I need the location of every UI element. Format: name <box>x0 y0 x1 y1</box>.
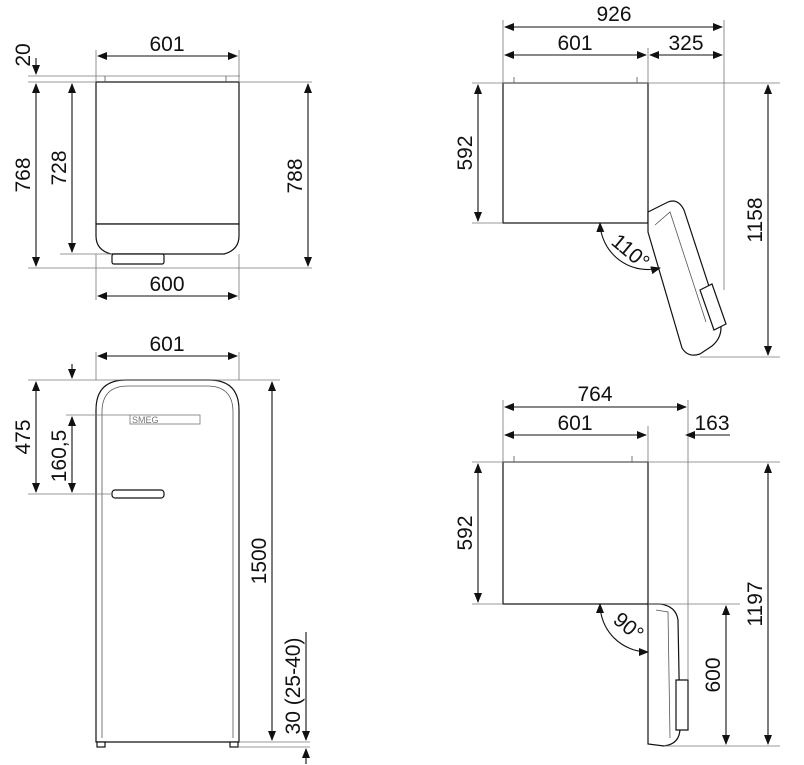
dim-475: 475 <box>12 419 35 454</box>
dim-600-90: 600 <box>702 657 725 692</box>
dim-1158: 1158 <box>744 197 767 242</box>
dim-788: 788 <box>284 158 307 193</box>
door-open-110 <box>647 200 722 356</box>
door-handle <box>111 489 165 499</box>
fridge-body-90 <box>502 461 649 605</box>
door-open-90 <box>647 603 681 747</box>
dim-728: 728 <box>48 150 71 185</box>
top-view-110: 926 601 325 592 1158 110° <box>454 3 780 358</box>
dim-20: 20 <box>12 43 35 66</box>
top-view-90: 764 601 163 592 600 1197 90° <box>454 383 780 747</box>
angle-90: 90° <box>609 608 648 646</box>
door-top-outline <box>95 223 240 255</box>
dim-1197: 1197 <box>744 581 767 626</box>
fridge-top-outline <box>95 81 240 225</box>
top-view: 601 768 728 20 788 600 <box>12 33 312 300</box>
dim-601-90: 601 <box>557 412 592 435</box>
dim-764: 764 <box>577 383 612 406</box>
dim-601-110: 601 <box>557 32 592 55</box>
brand-logo <box>129 414 201 425</box>
foot-left <box>96 741 106 748</box>
angle-arc-90 <box>596 603 649 656</box>
dim-325: 325 <box>668 32 703 55</box>
dim-160-5: 160,5 <box>48 430 71 483</box>
fridge-front-outline <box>95 379 240 743</box>
handle-110 <box>699 283 727 331</box>
foot-right <box>229 741 239 748</box>
dim-926: 926 <box>596 3 631 26</box>
dim-width-601-front: 601 <box>149 333 184 356</box>
dim-width-601: 601 <box>149 33 184 56</box>
dim-592-110: 592 <box>454 135 477 170</box>
handle-90 <box>675 679 689 731</box>
fridge-body-110 <box>502 82 649 224</box>
front-view: SMEG 601 475 160,5 1500 30 (25-40) <box>12 333 310 764</box>
dim-30-25-40: 30 (25-40) <box>282 638 305 735</box>
angle-arc-110 <box>596 222 661 275</box>
angle-110: 110° <box>607 230 654 275</box>
handle-top <box>111 253 165 265</box>
dim-768: 768 <box>12 157 35 192</box>
logo-mark: SMEG <box>132 415 159 425</box>
dim-163: 163 <box>694 412 729 435</box>
dim-592-90: 592 <box>454 515 477 550</box>
dim-1500: 1500 <box>248 538 271 585</box>
dim-width-600: 600 <box>149 273 184 296</box>
